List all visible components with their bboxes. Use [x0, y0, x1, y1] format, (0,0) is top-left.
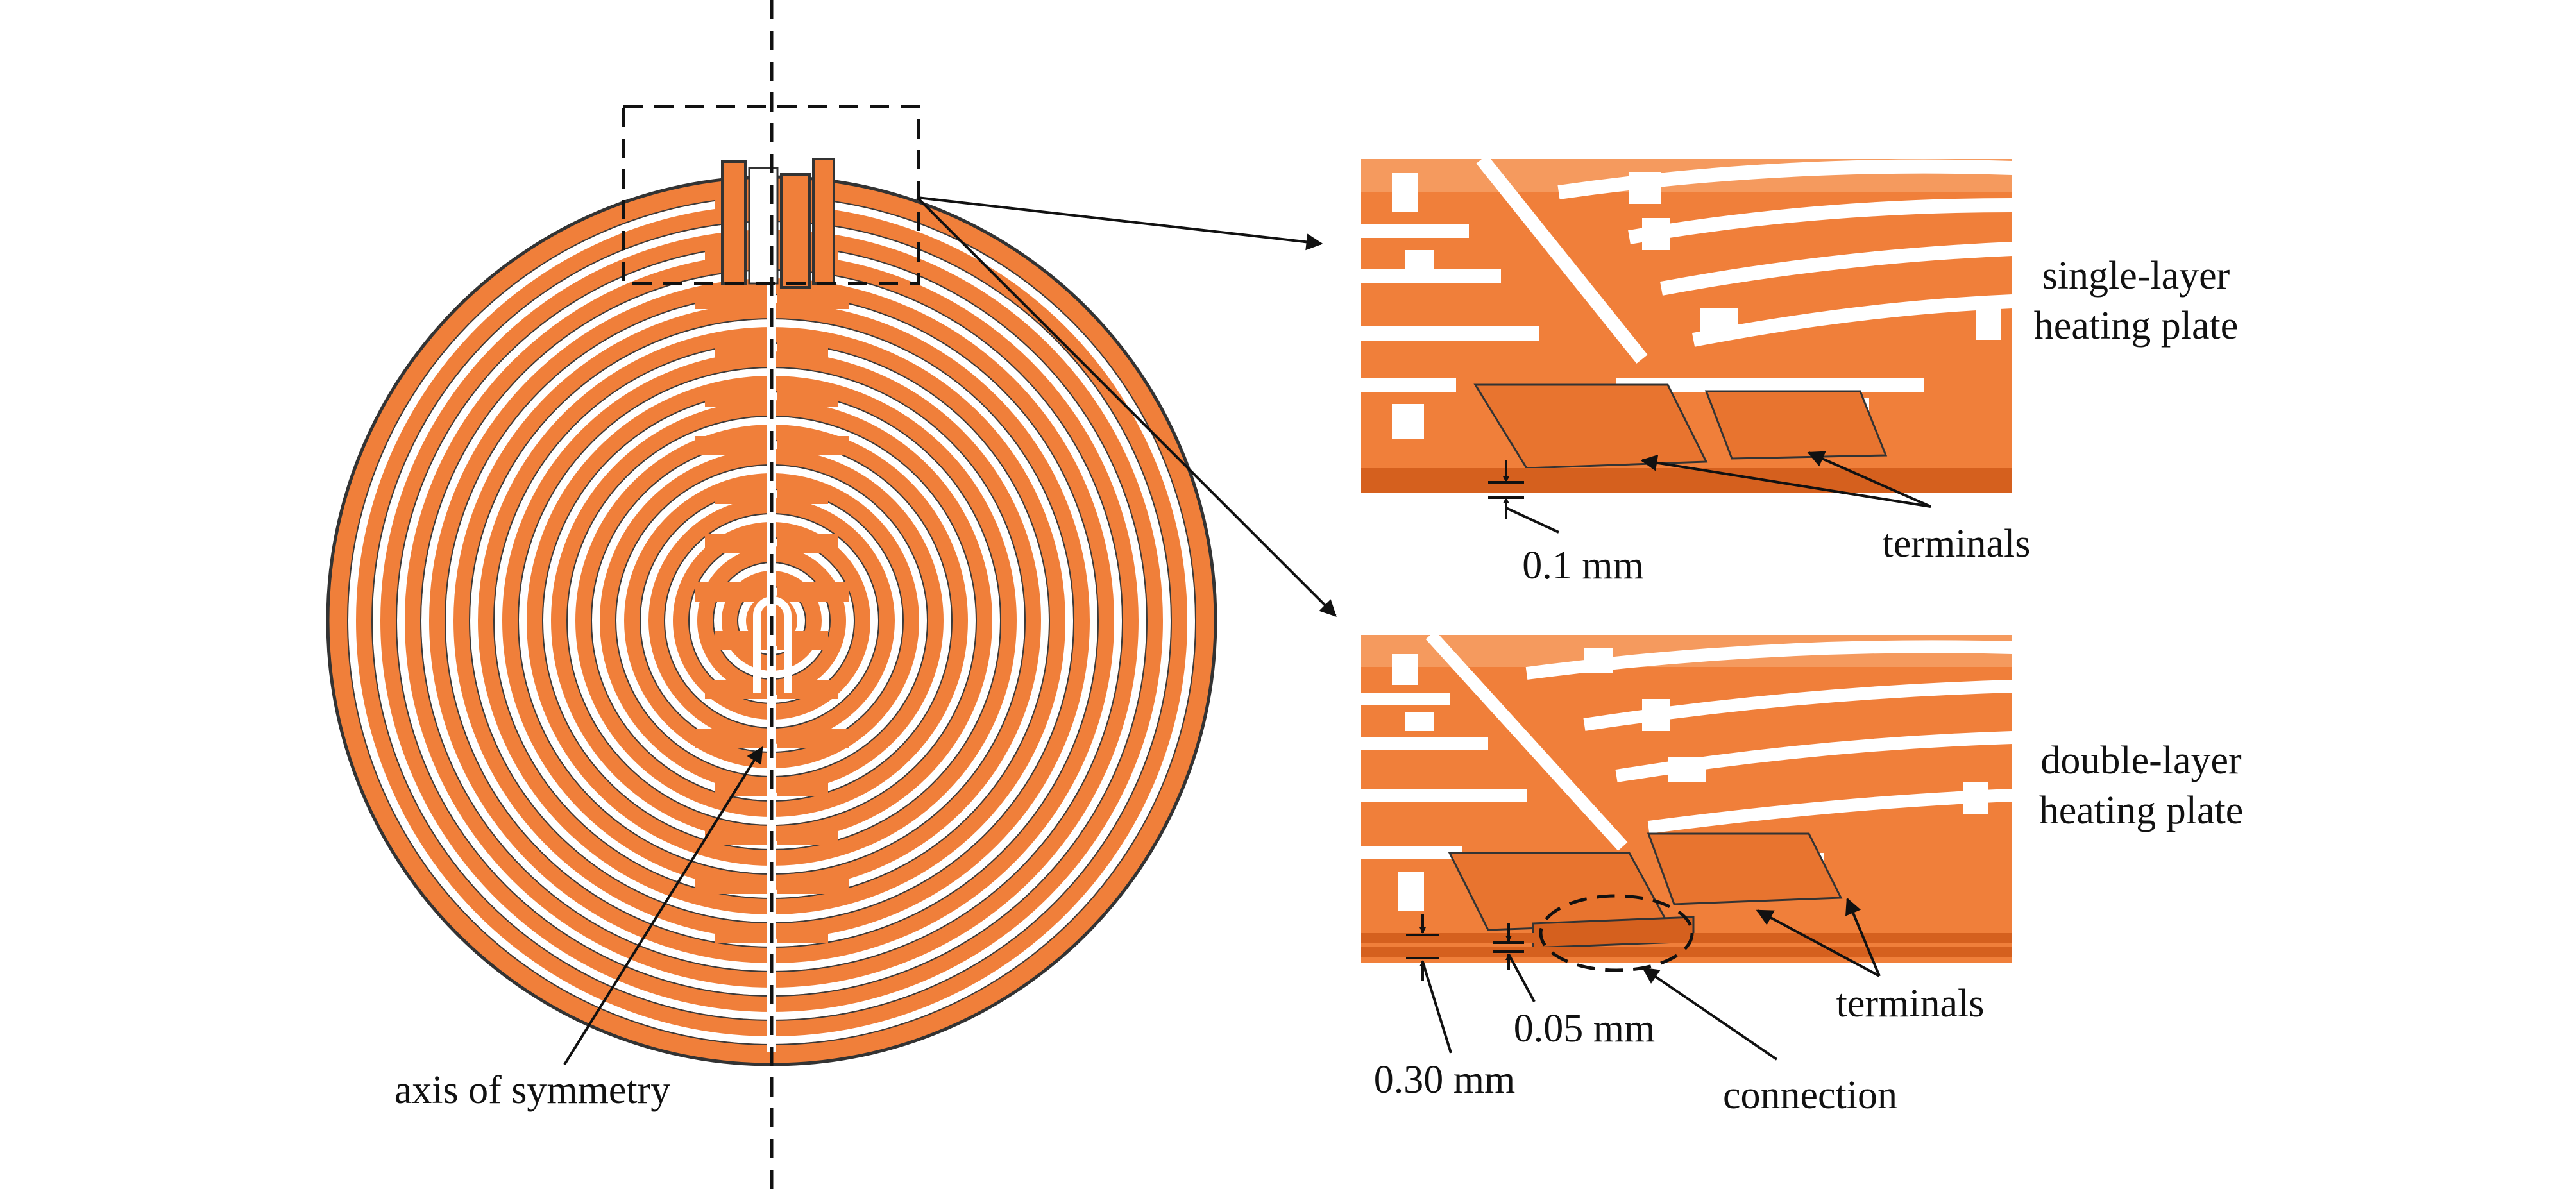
connection-bar	[777, 436, 849, 455]
connection-bar	[715, 923, 767, 943]
double-layer-detail	[1361, 635, 2012, 963]
connection-label: connection	[1723, 1074, 1897, 1117]
thickness-total-label: 0.30 mm	[1374, 1058, 1515, 1102]
terminals-top-leaders	[1640, 451, 1931, 508]
connection-bar	[777, 826, 838, 845]
connection-bar	[777, 534, 838, 553]
thickness-single-label: 0.1 mm	[1522, 544, 1643, 587]
thickness-layer-label: 0.05 mm	[1514, 1007, 1655, 1050]
connection-bar	[695, 290, 767, 309]
axis-of-symmetry-label: axis of symmetry	[394, 1068, 671, 1112]
connection-leader	[1641, 967, 1778, 1061]
layer-thickness-markers	[1406, 914, 1536, 1054]
connection-bar	[705, 387, 767, 407]
axis-gap-strip	[767, 282, 776, 1052]
connection-bar	[695, 436, 767, 455]
zoom-arrow-top	[917, 196, 1323, 251]
single-thickness-marker	[1488, 460, 1559, 534]
connection-bar	[705, 826, 767, 845]
connection-bar	[777, 729, 849, 748]
connection-bar	[695, 582, 767, 602]
connection-bar	[705, 534, 767, 553]
single-layer-label-line1: single-layer	[2042, 254, 2230, 298]
zoom-box	[622, 105, 920, 285]
connection-ellipse	[1539, 894, 1694, 972]
connection-bar	[777, 777, 828, 796]
single-layer-label-line2: heating plate	[2034, 304, 2238, 348]
axis-leader	[563, 746, 763, 1066]
connection-bar	[695, 729, 767, 748]
double-layer-label-line1: double-layer	[2040, 739, 2242, 782]
double-layer-label-line2: heating plate	[2039, 789, 2243, 832]
connection-bar	[695, 875, 767, 894]
terminals-bottom-label: terminals	[1836, 982, 1985, 1025]
connection-bar	[777, 875, 849, 894]
connection-bar	[715, 485, 767, 504]
connection-bar	[777, 485, 828, 504]
terminals-bottom-leaders	[1756, 897, 1881, 977]
terminals-top-label: terminals	[1883, 522, 2031, 566]
single-layer-detail	[1361, 159, 2012, 493]
connection-bar	[777, 923, 828, 943]
connection-bar	[777, 387, 838, 407]
connection-bar	[777, 339, 828, 358]
connection-bar	[777, 582, 849, 602]
connection-bar	[715, 339, 767, 358]
connection-bar	[777, 290, 849, 309]
terminal-region	[721, 158, 835, 289]
zoom-arrow-bottom	[916, 196, 1337, 617]
